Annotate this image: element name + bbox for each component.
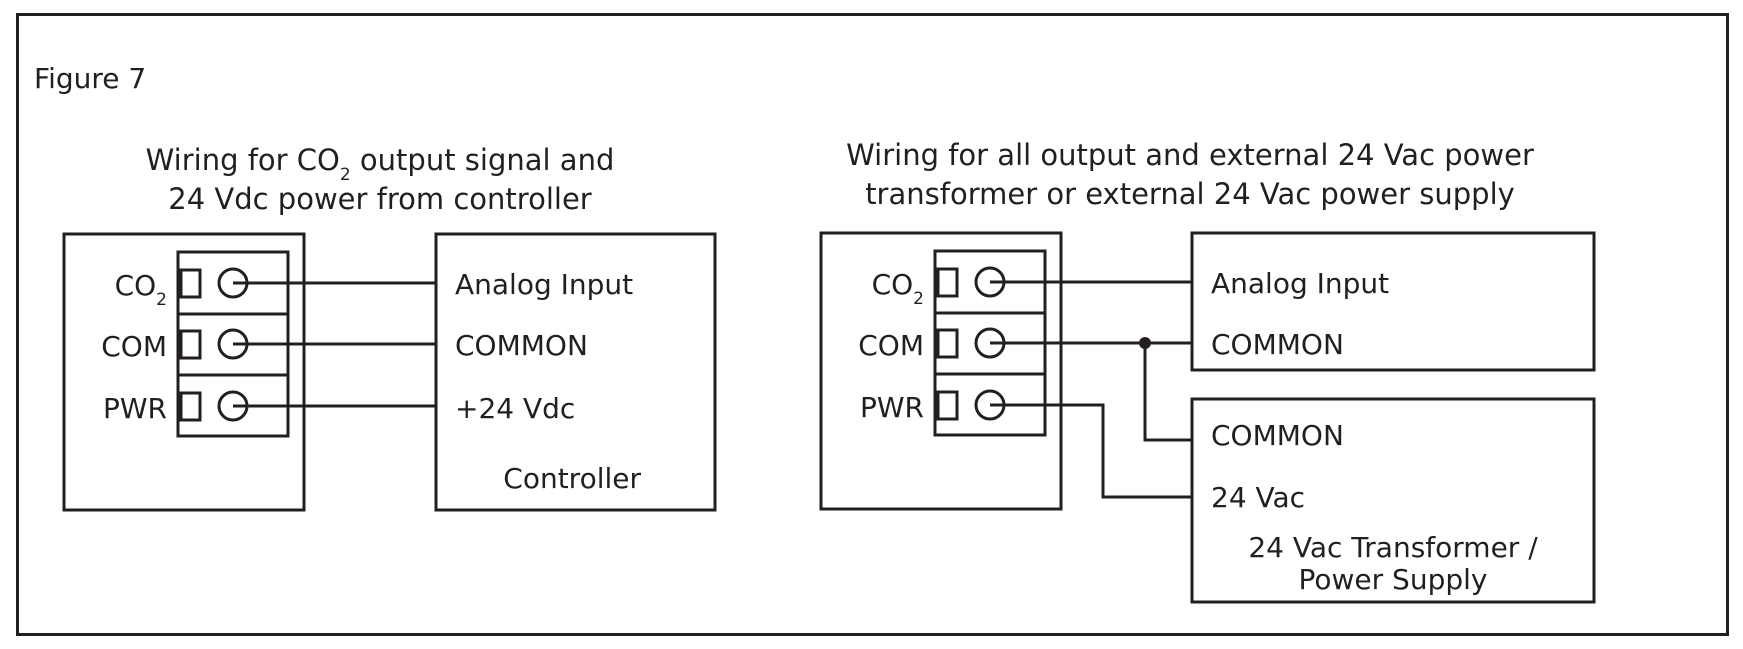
left-diagram: Wiring for CO2 output signal and 24 Vdc … — [62, 143, 717, 512]
left-terminal-label-co2-text: CO — [115, 269, 157, 302]
controller-box — [434, 232, 717, 512]
screw-terminal-icon — [179, 329, 202, 360]
left-terminal-label-pwr: PWR — [103, 392, 167, 425]
figure-frame — [16, 13, 1729, 636]
screw-terminal-icon — [179, 268, 202, 299]
screw-terminal-icon — [936, 328, 959, 359]
right-controller-input-analog: Analog Input — [1211, 267, 1389, 300]
left-title-line1-pre: Wiring for CO — [146, 143, 340, 177]
left-title-line1: Wiring for CO2 output signal and — [146, 143, 615, 185]
right-terminal-label-co2-text: CO — [872, 268, 914, 301]
left-title-line2: 24 Vdc power from controller — [168, 182, 592, 216]
figure-label: Figure 7 — [34, 62, 146, 95]
controller-input-common: COMMON — [455, 329, 588, 362]
right-terminal-label-co2-sub: 2 — [913, 289, 924, 309]
left-title-line1-post: output signal and — [351, 143, 615, 177]
right-title-line1: Wiring for all output and external 24 Va… — [846, 138, 1534, 172]
left-terminal-label-co2-sub: 2 — [156, 290, 167, 310]
controller-input-power: +24 Vdc — [455, 392, 575, 425]
controller-input-analog: Analog Input — [455, 268, 633, 301]
controller-label: Controller — [503, 462, 641, 495]
right-terminal-label-pwr: PWR — [860, 391, 924, 424]
right-terminal-label-co2: CO2 — [872, 268, 924, 309]
power-supply-box — [1190, 397, 1596, 604]
left-title-line1-sub: 2 — [340, 165, 351, 185]
power-supply-label-line1: 24 Vac Transformer / — [1248, 531, 1538, 564]
right-title-line2: transformer or external 24 Vac power sup… — [865, 177, 1515, 211]
power-supply-label-line2: Power Supply — [1299, 563, 1488, 596]
left-sensor-box — [62, 232, 306, 512]
left-terminal-label-com: COM — [101, 330, 167, 363]
wire-pwr-to-24vac — [990, 403, 1192, 499]
left-terminal-label-co2: CO2 — [115, 269, 167, 310]
right-controller-input-common: COMMON — [1211, 328, 1344, 361]
right-controller-box — [1190, 231, 1596, 372]
power-supply-input-24vac: 24 Vac — [1211, 481, 1305, 514]
right-terminal-label-com: COM — [858, 329, 924, 362]
screw-terminal-icon — [936, 390, 959, 421]
screw-terminal-icon — [179, 391, 202, 422]
power-supply-input-common: COMMON — [1211, 419, 1344, 452]
screw-terminal-icon — [936, 267, 959, 298]
wire-com-to-supply-common — [1143, 343, 1192, 442]
right-sensor-box — [819, 231, 1063, 511]
right-diagram: Wiring for all output and external 24 Va… — [819, 138, 1596, 604]
